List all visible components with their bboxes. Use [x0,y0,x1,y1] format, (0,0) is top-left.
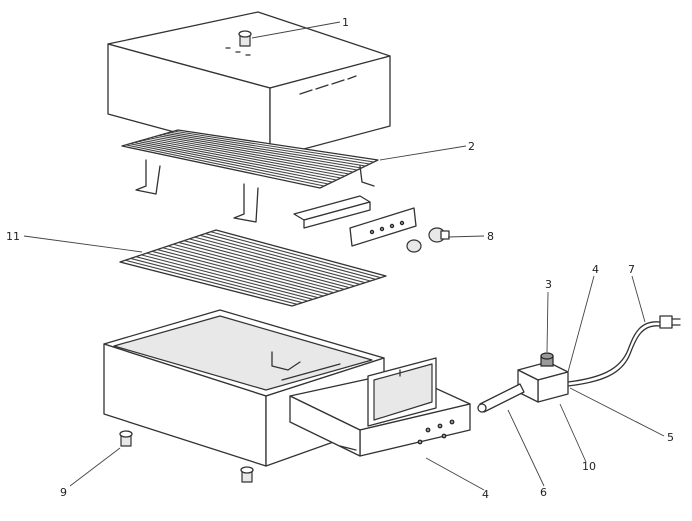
grill-rod [183,240,355,287]
grill-rod [210,231,381,279]
callout-1: 1 [342,16,349,29]
callout-3: 3 [545,278,552,291]
callout-5: 5 [667,431,674,444]
grill-rod [169,131,370,165]
lower-grill-rack [119,229,387,307]
grill-rod [194,236,366,284]
control-panel-plate [349,207,417,247]
thermostat-block [517,361,569,403]
grill-rod [205,233,376,280]
callout-9: 9 [60,486,67,499]
foot-right [240,466,254,483]
grill-rod [146,252,319,299]
grill-rod [157,135,358,171]
grill-rod [161,134,362,169]
grill-rod [135,256,308,302]
grill-rod [133,142,333,183]
grill-rod [137,140,337,181]
grill-rod [151,250,324,297]
bracket [293,195,371,229]
lid [107,11,391,159]
lid-knob [238,30,252,47]
callout-labels: 1 2 11 8 3 4 7 5 10 6 4 9 [6,16,674,501]
grill-rod [173,130,374,163]
grill-rod [173,243,345,290]
grill-rod [130,257,303,304]
grill-rod [165,132,366,167]
callout-11: 11 [6,230,20,243]
power-cord [567,315,681,387]
grill-rod [125,144,325,187]
grill-rod [141,139,341,179]
callout-4-bottom: 4 [482,488,489,501]
grill-rod [145,138,345,177]
callout-7: 7 [628,263,635,276]
callout-8: 8 [487,230,494,243]
grill-rod [153,136,354,173]
heating-element-probe [477,383,525,413]
grill-rod [149,137,350,175]
grill-rod [167,245,340,292]
grill-rod [125,259,298,305]
grill-rod [141,254,314,300]
grill-rod [129,143,329,185]
control-knobs [406,227,450,253]
leader-lines [23,21,665,491]
grill-rod [157,249,329,295]
grill-rod [189,238,361,285]
foot-left [119,430,133,447]
callout-10: 10 [582,460,596,473]
top-grill-rack [121,129,379,223]
grill-rod [199,234,371,282]
grill-rod [162,247,334,294]
thermostat-knob [540,352,554,367]
drawer [289,357,471,457]
callout-6: 6 [540,486,547,499]
grill-rod [178,241,350,289]
callout-4-top: 4 [592,263,599,276]
callout-2: 2 [468,140,475,153]
